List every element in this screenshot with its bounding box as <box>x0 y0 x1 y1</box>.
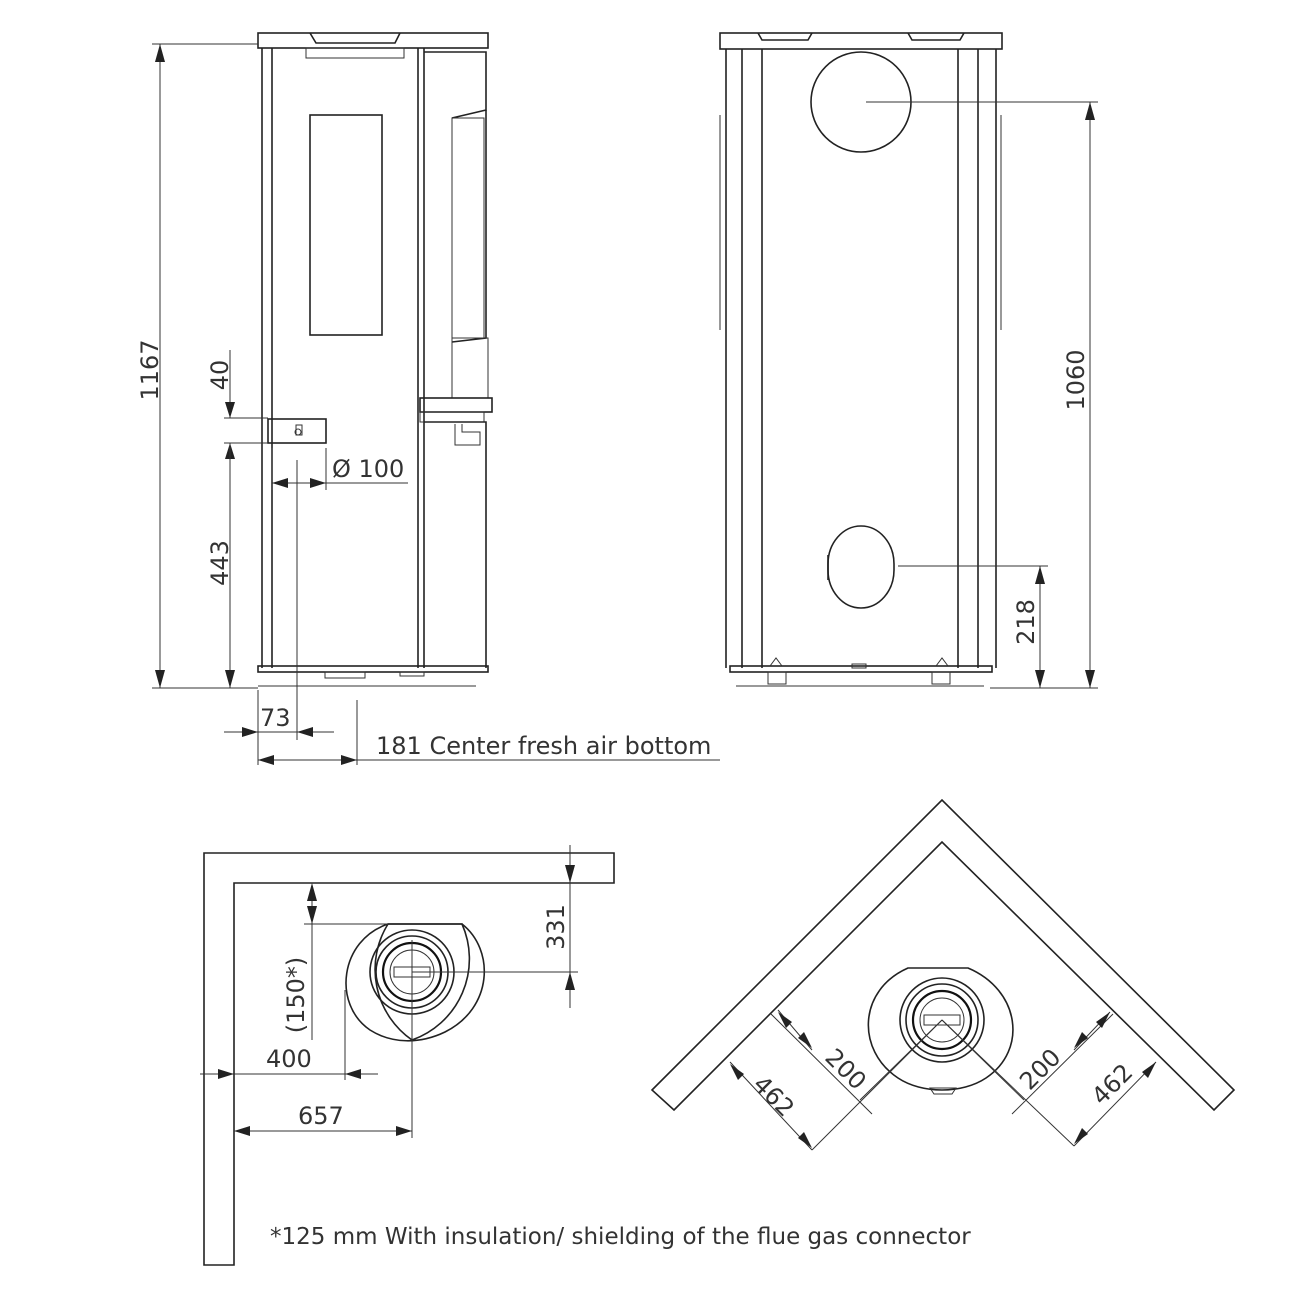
dim-1060: 1060 <box>866 101 1098 689</box>
dim-150-label: (150*) <box>282 957 310 1034</box>
dim-181-label: 181 Center fresh air bottom <box>376 732 711 760</box>
dim-diameter-100: Ø 100 <box>271 448 408 490</box>
dim-462-left-label: 462 <box>748 1070 800 1122</box>
dim-40: 40 <box>206 350 268 459</box>
dim-443-label: 443 <box>206 540 234 586</box>
side-view <box>257 32 493 687</box>
dim-462-right: 462 <box>941 1019 1157 1147</box>
dim-400-label: 400 <box>266 1045 312 1073</box>
dim-657-label: 657 <box>298 1102 344 1130</box>
dim-1167: 1167 <box>136 43 258 689</box>
dim-200-left-label: 200 <box>820 1043 872 1095</box>
air-inlet-oval <box>827 525 895 609</box>
dim-181: 181 Center fresh air bottom <box>258 700 720 765</box>
dim-73-label: 73 <box>260 704 291 732</box>
dim-1167-label: 1167 <box>136 339 164 400</box>
dim-400: 400 <box>200 990 378 1080</box>
footnote: *125 mm With insulation/ shielding of th… <box>270 1224 971 1250</box>
dim-40-label: 40 <box>206 360 234 391</box>
dim-73: 73 <box>224 690 334 765</box>
dim-1060-label: 1060 <box>1062 349 1090 410</box>
corner-plan <box>650 798 1236 1112</box>
dim-462-right-label: 462 <box>1086 1058 1138 1110</box>
dim-657: 657 <box>234 1102 412 1136</box>
corner-flue-pipe <box>899 977 985 1063</box>
dim-331: 331 <box>412 845 578 1008</box>
dim-150: (150*) <box>282 883 388 1040</box>
dim-200-right-label: 200 <box>1014 1043 1066 1095</box>
dim-diameter-100-label: Ø 100 <box>332 455 404 483</box>
dim-218-label: 218 <box>1012 599 1040 645</box>
wall-plan <box>203 852 615 1266</box>
corner-wall-outline <box>650 798 1236 1112</box>
rear-view <box>719 32 1003 687</box>
dim-331-label: 331 <box>542 904 570 950</box>
wall-outline <box>203 852 615 1266</box>
dim-218: 218 <box>898 565 1048 688</box>
dim-443: 443 <box>206 443 235 688</box>
